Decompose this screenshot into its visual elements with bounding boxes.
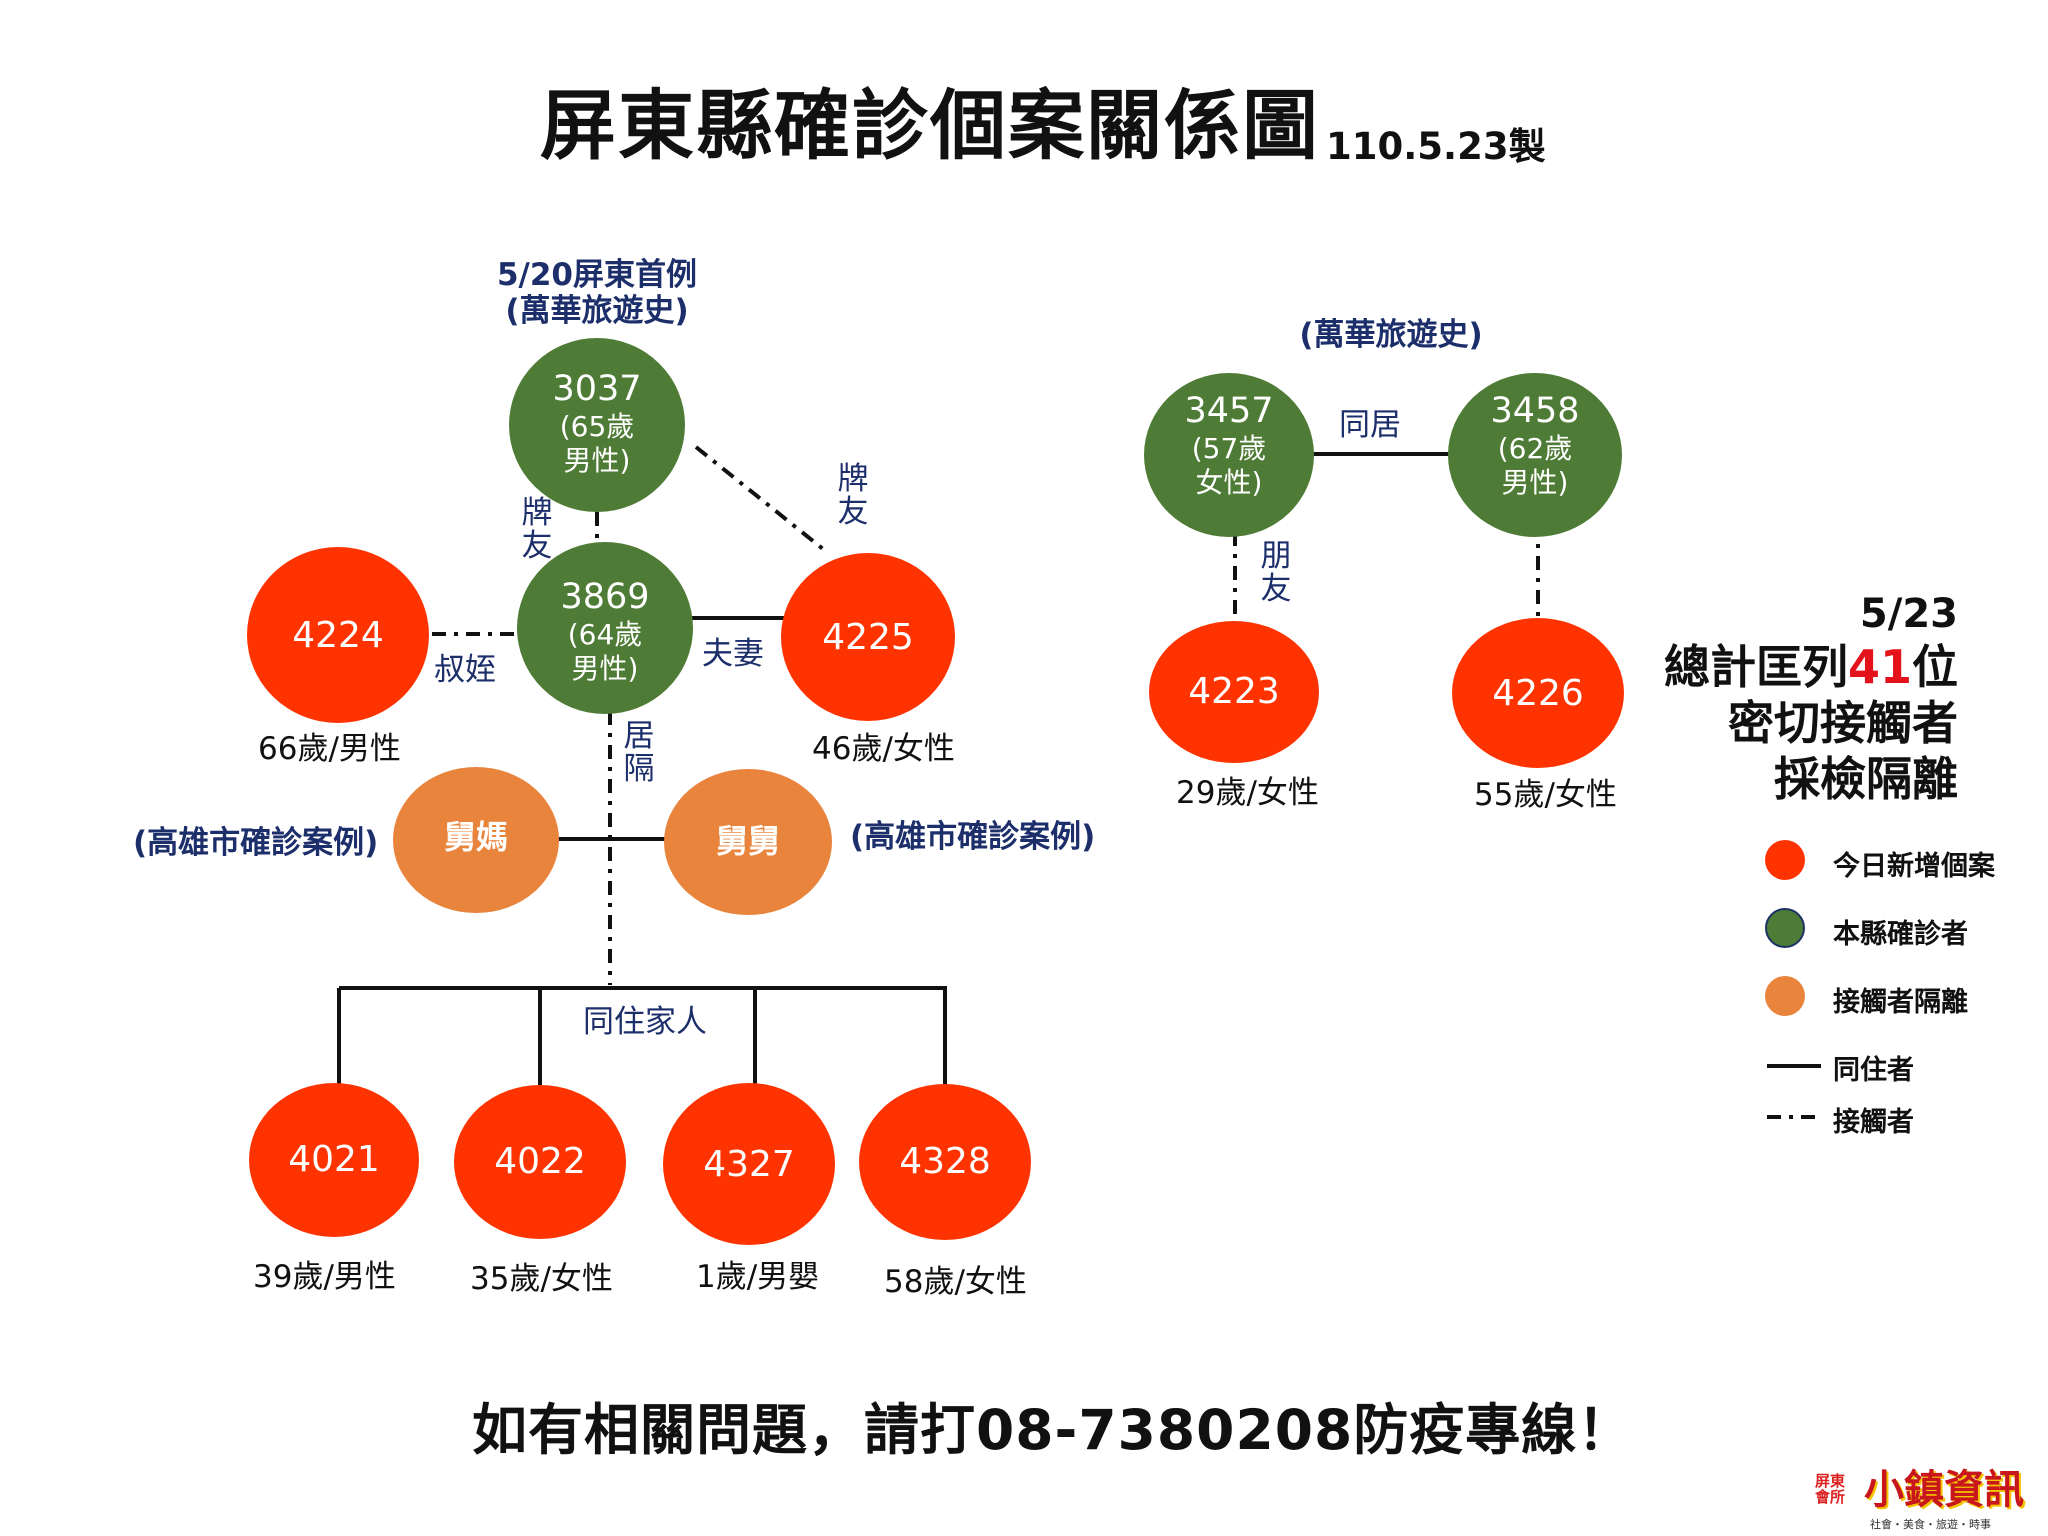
relation-friend: 朋友 (1260, 538, 1292, 607)
legend-label: 接觸者隔離 (1833, 987, 1968, 1018)
demo-4327: 1歲/男嬰 (696, 1259, 820, 1295)
relation-cohabit: 同居 (1339, 407, 1401, 443)
case-age: (62歲 (1497, 432, 1573, 465)
node-4223-label: 4223 (1188, 671, 1280, 712)
summary-box: 5/23 總計匡列41位 密切接觸者 採檢隔離 (1664, 590, 1958, 807)
relation-couple: 夫妻 (702, 636, 764, 672)
demo-4022: 35歲/女性 (470, 1261, 613, 1297)
relation-card-friend-left: 牌友 (521, 495, 553, 564)
node-uncle (664, 769, 832, 915)
kaohsiung-note-right: (高雄市確診案例) (850, 819, 1096, 855)
node-3457-label: 3457 (57歲 女性) (1149, 390, 1309, 499)
first-case-note: 5/20屏東首例 (萬華旅遊史) (457, 257, 737, 329)
node-4328 (859, 1084, 1031, 1240)
logo-name: 小鎮資訊 (1864, 1467, 2024, 1513)
node-3037 (509, 338, 685, 512)
node-4225 (781, 553, 955, 721)
summary-count: 41 (1847, 639, 1912, 694)
demo-4226: 55歲/女性 (1474, 777, 1617, 813)
relation-card-friend-right: 牌友 (837, 461, 869, 530)
node-4022 (454, 1085, 626, 1239)
first-case-line1: 5/20屏東首例 (496, 257, 698, 293)
node-3458-label: 3458 (62歲 男性) (1455, 390, 1615, 499)
demo-4223: 29歲/女性 (1176, 775, 1319, 811)
case-sex: 男性) (571, 651, 639, 685)
logo: 屏東會所 小鎮資訊 社會・美食・旅遊・時事 (1810, 1467, 2038, 1532)
node-3457 (1144, 373, 1314, 537)
title-date: 110.5.23製 (1326, 125, 1546, 168)
summary-line1: 總計匡列41位 (1664, 639, 1958, 695)
node-aunt (393, 767, 559, 913)
demo-4328: 58歲/女性 (884, 1264, 1027, 1300)
relation-household: 同住家人 (583, 1004, 707, 1040)
node-4022-label: 4022 (494, 1141, 586, 1182)
kaohsiung-note-left: (高雄市確診案例) (133, 825, 379, 861)
first-case-line2: (萬華旅遊史) (505, 292, 689, 329)
node-3869 (517, 542, 693, 714)
node-3869-label: 3869 (64歲 男性) (525, 576, 685, 685)
footer-hotline: 如有相關問題，請打08-7380208防疫專線！ (472, 1398, 1634, 1462)
node-4328-label: 4328 (899, 1141, 991, 1182)
summary-prefix: 總計匡列 (1663, 639, 1848, 694)
case-id: 3037 (552, 369, 642, 409)
case-id: 3457 (1184, 391, 1274, 431)
node-4226-label: 4226 (1492, 673, 1584, 714)
node-uncle-label: 舅舅 (715, 822, 780, 860)
legend-red-dot-icon (1765, 840, 1805, 880)
case-age: (65歲 (559, 410, 635, 443)
case-sex: 男性) (563, 443, 631, 477)
case-sex: 男性) (1501, 465, 1569, 499)
case-sex: 女性) (1195, 465, 1263, 499)
logo-subtitle: 社會・美食・旅遊・時事 (1870, 1518, 1991, 1531)
demo-4021: 39歲/男性 (253, 1259, 396, 1295)
legend-orange-dot-icon (1765, 976, 1805, 1016)
case-age: (64歲 (567, 618, 643, 651)
node-4226 (1452, 618, 1624, 768)
legend-label: 本縣確診者 (1833, 919, 1968, 950)
summary-line2: 密切接觸者 (1728, 695, 1958, 750)
case-id: 3458 (1490, 391, 1580, 431)
legend-label: 接觸者 (1833, 1107, 1914, 1138)
summary-suffix: 位 (1912, 639, 1958, 694)
summary-line3: 採檢隔離 (1774, 752, 1958, 807)
legend-label: 今日新增個案 (1833, 851, 1995, 882)
relation-uncle-nephew: 叔姪 (434, 652, 496, 688)
relation-live-apart: 居隔 (623, 718, 655, 787)
legend-dashdot-line-icon (1767, 1115, 1821, 1119)
summary-date: 5/23 (1859, 591, 1958, 637)
legend-green-dot-icon (1765, 908, 1805, 948)
node-4021-label: 4021 (288, 1139, 380, 1180)
node-aunt-label: 舅媽 (443, 818, 508, 856)
node-4327 (663, 1083, 835, 1245)
logo-tag: 屏東會所 (1814, 1472, 1845, 1506)
demo-4224: 66歲/男性 (258, 731, 401, 767)
legend-solid-line-icon (1767, 1064, 1821, 1068)
wanhua-note: (萬華旅遊史) (1299, 317, 1483, 353)
node-4021 (249, 1083, 419, 1237)
case-age: (57歲 (1191, 432, 1267, 465)
legend-label: 同住者 (1833, 1055, 1914, 1086)
node-4224 (247, 547, 429, 723)
node-4225-label: 4225 (822, 617, 914, 658)
node-4223 (1149, 621, 1319, 763)
page-title: 屏東縣確診個案關係圖 (540, 81, 1320, 170)
demo-4225: 46歲/女性 (812, 731, 955, 767)
node-4327-label: 4327 (703, 1144, 795, 1185)
case-id: 3869 (560, 577, 650, 617)
node-3037-label: 3037 (65歲 男性) (517, 368, 677, 477)
edge-3037-4225 (694, 445, 830, 555)
node-4224-label: 4224 (292, 615, 384, 656)
node-3458 (1448, 373, 1622, 537)
